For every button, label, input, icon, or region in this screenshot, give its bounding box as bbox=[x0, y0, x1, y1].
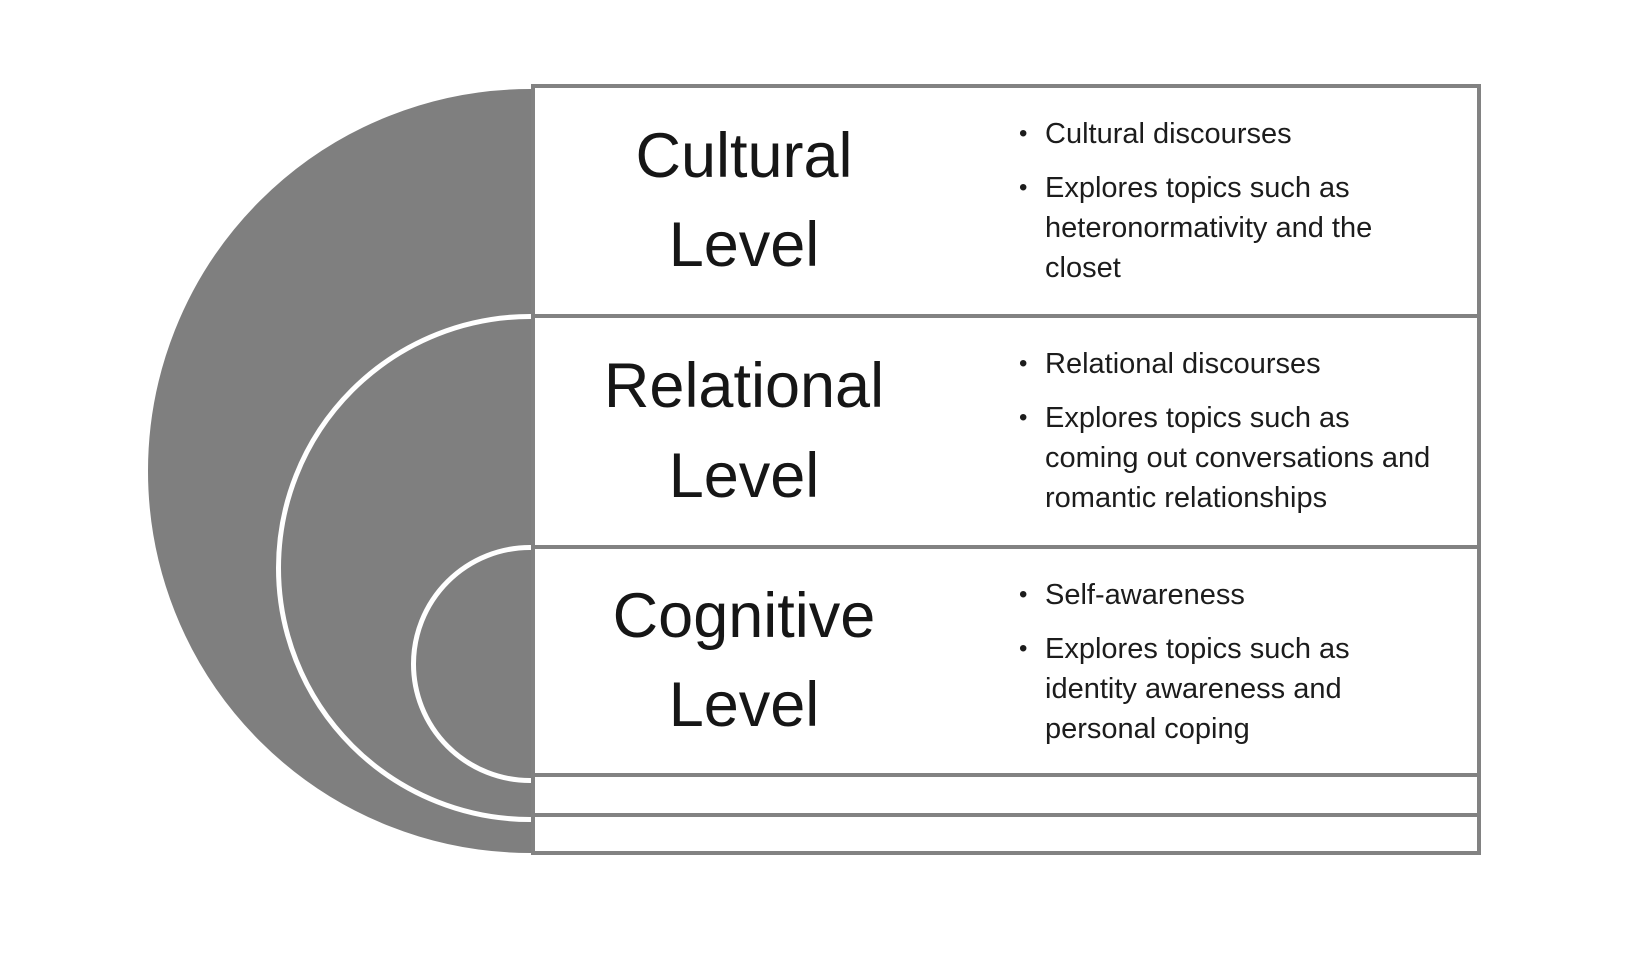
bullet-icon: • bbox=[1019, 581, 1028, 608]
bullet-text: Cultural discourses bbox=[1045, 118, 1292, 150]
bullet-icon: • bbox=[1019, 174, 1028, 202]
level-row-cognitive: Cognitive Level • Self-awareness • Explo… bbox=[535, 549, 1477, 777]
level-title-cultural: Cultural Level bbox=[635, 120, 853, 280]
levels-table: Cultural Level • Cultural discourses • E… bbox=[531, 84, 1481, 855]
bullet-item: • Self-awareness bbox=[1019, 575, 1435, 615]
bullet-item: • Explores topics such as identity aware… bbox=[1019, 629, 1435, 749]
level-bullets-cognitive: • Self-awareness • Explores topics such … bbox=[953, 549, 1477, 773]
bullet-item: • Relational discourses bbox=[1019, 344, 1435, 384]
level-title-cognitive: Cognitive Level bbox=[612, 580, 876, 740]
bullet-item: • Explores topics such as heteronormativ… bbox=[1019, 168, 1435, 288]
level-row-relational: Relational Level • Relational discourses… bbox=[535, 318, 1477, 549]
level-bullets-relational: • Relational discourses • Explores topic… bbox=[953, 318, 1477, 545]
bullet-text: Relational discourses bbox=[1045, 348, 1321, 380]
bullet-text: Explores topics such as identity awarene… bbox=[1045, 633, 1350, 746]
bullet-item: • Explores topics such as coming out con… bbox=[1019, 398, 1435, 518]
empty-row bbox=[535, 817, 1477, 851]
level-bullets-cultural: • Cultural discourses • Explores topics … bbox=[953, 88, 1477, 314]
bullet-text: Explores topics such as coming out conve… bbox=[1045, 402, 1431, 515]
bullet-item: • Cultural discourses bbox=[1019, 114, 1435, 154]
bullet-icon: • bbox=[1019, 120, 1028, 147]
bullet-text: Self-awareness bbox=[1045, 579, 1245, 611]
bullet-icon: • bbox=[1019, 350, 1028, 377]
bullet-icon: • bbox=[1019, 404, 1028, 432]
empty-row bbox=[535, 777, 1477, 817]
bullet-icon: • bbox=[1019, 635, 1028, 663]
level-row-cultural: Cultural Level • Cultural discourses • E… bbox=[535, 88, 1477, 318]
bullet-text: Explores topics such as heteronormativit… bbox=[1045, 172, 1373, 285]
level-title-relational: Relational Level bbox=[603, 351, 885, 511]
